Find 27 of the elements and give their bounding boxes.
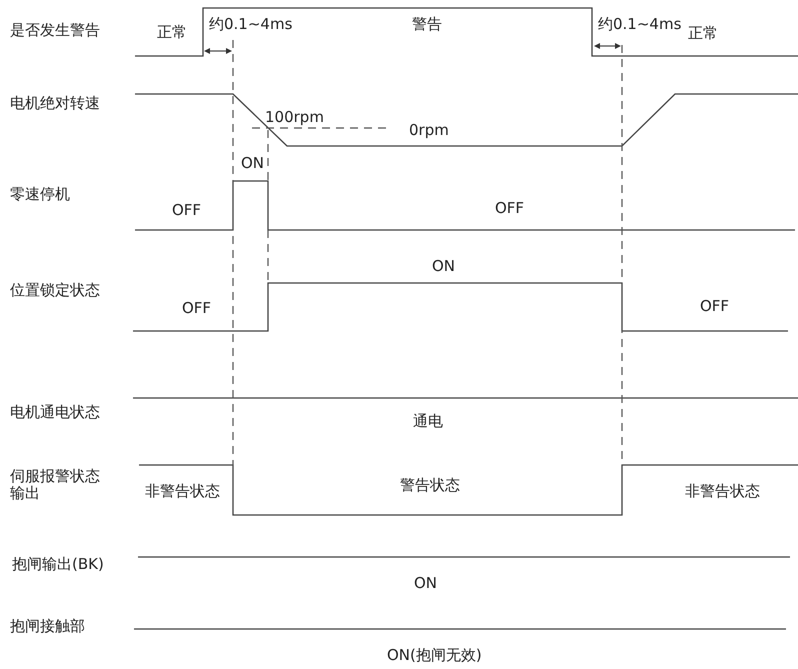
state-label: OFF bbox=[700, 297, 730, 315]
state-label: 非警告状态 bbox=[145, 482, 220, 500]
state-label: 通电 bbox=[413, 412, 443, 430]
signal-name: 抱闸接触部 bbox=[10, 617, 85, 635]
time-label: 约0.1~4ms bbox=[209, 15, 292, 33]
signal-name: 位置锁定状态 bbox=[10, 281, 100, 299]
signal-name: 电机通电状态 bbox=[10, 403, 100, 421]
signal-name: 电机绝对转速 bbox=[10, 94, 100, 112]
state-label: ON bbox=[414, 574, 438, 592]
state-label: 非警告状态 bbox=[685, 482, 760, 500]
state-label: ON bbox=[432, 257, 456, 275]
signal-name: 抱闸输出(BK) bbox=[12, 555, 104, 573]
state-label: 警告状态 bbox=[400, 476, 460, 494]
value-label: 100rpm bbox=[265, 108, 324, 126]
signal-name: 是否发生警告 bbox=[10, 21, 100, 39]
state-label: ON bbox=[241, 154, 264, 172]
state-label: OFF bbox=[495, 199, 524, 217]
state-label: OFF bbox=[182, 299, 212, 317]
state-label: ON(抱闸无效) bbox=[387, 646, 482, 664]
value-label: 0rpm bbox=[409, 121, 449, 139]
signal-name: 零速停机 bbox=[10, 185, 70, 203]
signal-name: 伺服报警状态输出 bbox=[10, 468, 101, 502]
state-label: 警告 bbox=[412, 15, 442, 33]
state-label: 正常 bbox=[688, 24, 718, 42]
time-label: 约0.1~4ms bbox=[598, 15, 682, 33]
state-label: OFF bbox=[172, 201, 202, 219]
state-label: 正常 bbox=[157, 23, 187, 41]
